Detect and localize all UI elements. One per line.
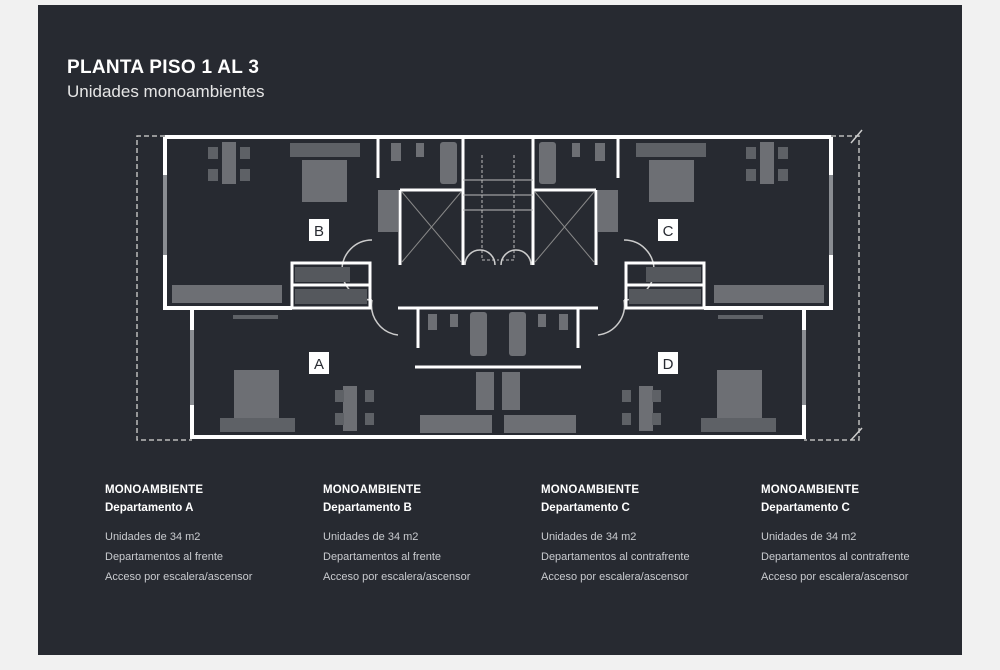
unit-detail: Acceso por escalera/ascensor <box>105 571 253 583</box>
unit-type: MONOAMBIENTE <box>761 484 860 496</box>
unit-name: Departamento C <box>761 502 850 514</box>
unit-name: Departamento C <box>541 502 630 514</box>
unit-detail: Unidades de 34 m2 <box>105 531 201 543</box>
unit-detail: Unidades de 34 m2 <box>761 531 857 543</box>
unit-detail: Acceso por escalera/ascensor <box>541 571 689 583</box>
svg-text:C: C <box>663 223 674 240</box>
unit-detail: Departamentos al contrafrente <box>541 551 690 563</box>
svg-text:B: B <box>314 223 324 240</box>
unit-detail: Departamentos al frente <box>323 551 442 563</box>
page-subtitle: Unidades monoambientes <box>67 82 265 101</box>
unit-detail: Departamentos al frente <box>105 551 224 563</box>
unit-info-b: MONOAMBIENTE Departamento B Unidades de … <box>323 484 533 583</box>
unit-type: MONOAMBIENTE <box>323 484 422 496</box>
unit-detail: Acceso por escalera/ascensor <box>761 571 909 583</box>
svg-text:D: D <box>663 356 674 373</box>
unit-detail: Acceso por escalera/ascensor <box>323 571 471 583</box>
unit-info-c: MONOAMBIENTE Departamento C Unidades de … <box>541 484 751 583</box>
unit-name: Departamento A <box>105 502 194 514</box>
page-title: PLANTA PISO 1 AL 3 <box>67 57 260 78</box>
unit-name: Departamento B <box>323 502 412 514</box>
unit-label-c: C <box>658 219 678 241</box>
unit-label-d: D <box>658 352 678 374</box>
unit-info-d: MONOAMBIENTE Departamento C Unidades de … <box>761 484 971 583</box>
svg-text:A: A <box>314 356 324 373</box>
unit-info-a: MONOAMBIENTE Departamento A Unidades de … <box>105 484 315 583</box>
left-wing <box>135 134 500 442</box>
right-wing <box>496 134 861 442</box>
unit-label-b: B <box>309 219 329 241</box>
unit-detail: Unidades de 34 m2 <box>541 531 637 543</box>
unit-detail: Unidades de 34 m2 <box>323 531 419 543</box>
unit-type: MONOAMBIENTE <box>541 484 640 496</box>
unit-type: MONOAMBIENTE <box>105 484 204 496</box>
unit-detail: Departamentos al contrafrente <box>761 551 910 563</box>
unit-label-a: A <box>309 352 329 374</box>
